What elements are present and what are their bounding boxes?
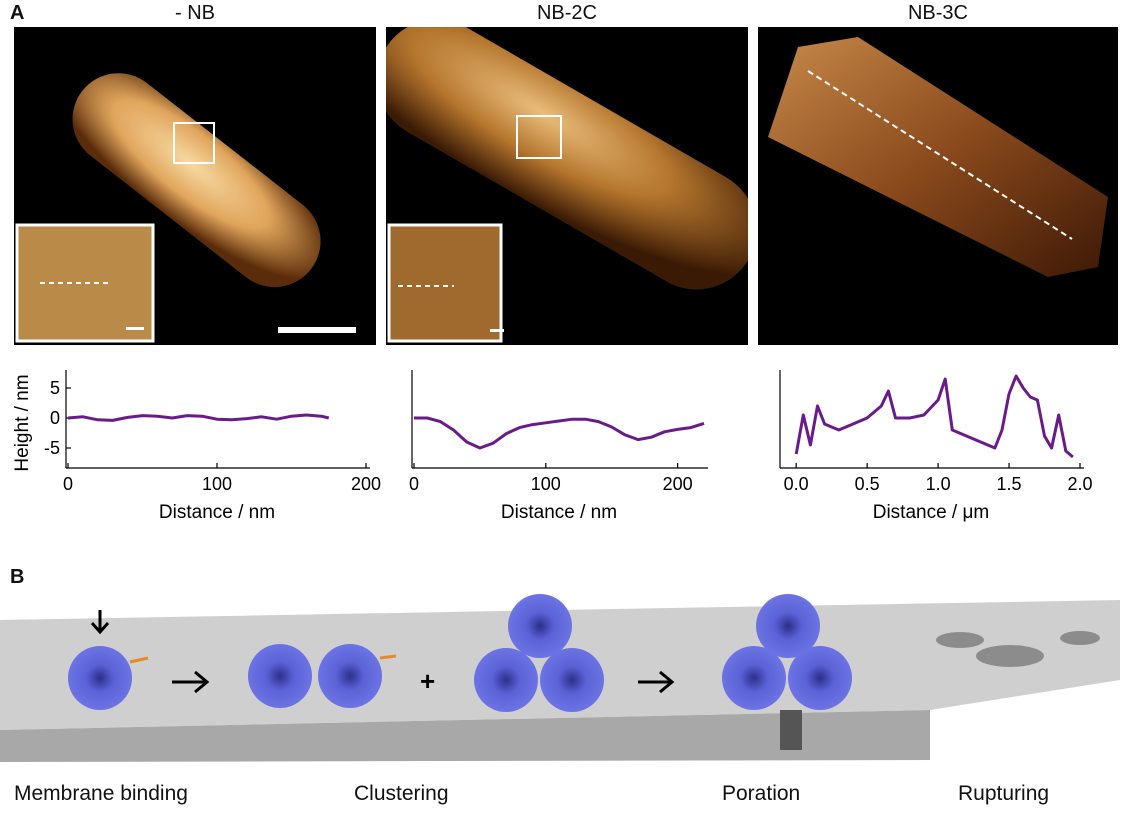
panel-a-letter: A [10, 2, 25, 24]
complex-icon [248, 644, 312, 708]
stage-label-poration: Poration [722, 782, 801, 805]
complex-icon [318, 644, 382, 708]
complex-icon [68, 646, 132, 710]
binding-arrow-icon [90, 610, 110, 635]
y-tick-label: 5 [50, 378, 60, 398]
x-tick-label: 0 [409, 474, 419, 494]
x-tick-label: 0 [63, 474, 73, 494]
x-tick-label: 1.5 [997, 474, 1022, 494]
x-tick-label: 200 [663, 474, 693, 494]
x-tick-label: 0.0 [784, 474, 809, 494]
height-profile-line [414, 416, 705, 450]
x-tick-label: 100 [202, 474, 232, 494]
complex-icon [540, 648, 604, 712]
x-tick-label: 1.0 [926, 474, 951, 494]
step-arrow-icon [172, 670, 210, 694]
afm-image-nb-graphic [14, 27, 376, 345]
complex-tag-icon [379, 654, 397, 660]
stage-label-membrane-binding: Membrane binding [14, 782, 188, 805]
stage-label-clustering: Clustering [354, 782, 449, 805]
x-tick-label: 200 [351, 474, 381, 494]
image-title-nb-2c: NB-2C [536, 2, 597, 24]
plus-symbol: + [420, 666, 435, 696]
stage-label-rupturing: Rupturing [958, 782, 1050, 805]
afm-image-nb-3c [758, 27, 1118, 345]
x-tick-label: 0.5 [855, 474, 880, 494]
x-tick-label: 100 [531, 474, 561, 494]
afm-image-nb [14, 27, 376, 345]
complex-icon [788, 646, 852, 710]
x-axis-label: Distance / nm [501, 502, 617, 523]
height-profile-line [67, 413, 330, 422]
pore [780, 710, 802, 750]
afm-image-nb-3c-graphic [758, 27, 1118, 345]
complex-tag-icon [129, 656, 149, 664]
membrane-scene: + [0, 594, 1128, 762]
image-title-nb-3c: NB-3C [907, 2, 968, 24]
complex-icon [508, 594, 572, 658]
complex-icon [474, 648, 538, 712]
image-title-nb: - NB [175, 2, 215, 24]
afm-image-nb-2c [386, 27, 748, 345]
x-tick-label: 2.0 [1067, 474, 1092, 494]
panel-b-letter: B [10, 566, 25, 588]
complex-icon [722, 646, 786, 710]
y-tick-label: 0 [50, 408, 60, 428]
y-tick-label: -5 [44, 438, 60, 458]
x-axis-label: Distance / μm [873, 502, 990, 523]
x-axis-label: Distance / nm [159, 502, 275, 523]
afm-image-nb-2c-graphic [386, 27, 748, 345]
complex-icon [756, 594, 820, 658]
y-axis-label: Height / nm [12, 374, 33, 471]
height-profile-line [794, 374, 1074, 459]
step-arrow-icon [638, 670, 675, 694]
